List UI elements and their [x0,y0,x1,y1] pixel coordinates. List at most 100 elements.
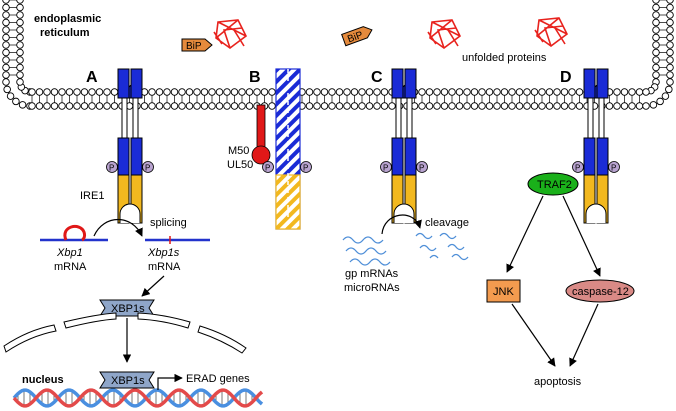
lipid-head [335,102,344,110]
micrornas-label: microRNAs [344,282,400,294]
ire1-label: IRE1 [80,190,104,202]
erad-transcription-arrow [157,373,183,390]
lipid-head [545,102,554,110]
lipid-head [666,0,674,4]
lipid-head [613,102,621,110]
lipid-head [178,88,186,96]
lipid-head [560,88,569,96]
lipid-head [305,88,314,96]
lipid-head [208,88,216,96]
lipid-head [508,102,516,110]
phospho-site-label: P [611,164,616,173]
lipid-head [328,102,336,110]
lipid-head [620,88,629,96]
cleavage-arrow [381,214,422,235]
phospho-site-label: P [109,164,114,173]
lipid-head [635,88,644,96]
er-label-line1: endoplasmic [34,13,101,25]
caspase-12-label: caspase-12 [572,286,629,298]
lipid-head [500,88,509,96]
phospho-site [572,161,584,173]
traf2-node [527,172,579,196]
lipid-head [73,88,81,96]
lipid-head [448,88,456,96]
lipid-head [485,88,494,96]
lipid-head [16,3,24,12]
phospho-b-right [300,161,312,173]
lipid-head [666,56,674,64]
lipid-head [178,102,186,110]
lipid-head [58,102,66,110]
er-label-line2: reticulum [40,27,90,39]
lipid-head [208,102,216,110]
lipid-head [568,102,576,110]
lipid-head [493,88,501,96]
lipid-head [328,88,336,96]
lipid-head [65,88,74,96]
lipid-head [148,102,156,110]
phospho-site [608,161,620,173]
lipid-head [193,88,201,96]
lipid-head [80,102,89,110]
lipid-head [530,88,539,96]
lipid-head [2,18,10,27]
lipid-head [470,88,479,96]
lipid-head [320,102,329,110]
lipid-head [500,102,509,110]
lipid-head [628,102,636,110]
lipid-head [530,102,539,110]
lipid-head [665,85,673,94]
lipid-head [388,102,396,110]
lipid-head [649,101,658,109]
lipid-head [35,88,44,96]
lipid-head [320,88,329,96]
xbp1s-protein-nuclear: XBP1s [99,371,155,389]
lipid-head [88,102,96,110]
lipid-head [6,92,15,100]
lipid-head [358,102,366,110]
lipid-head [223,88,231,96]
lipid-head [16,71,24,79]
phospho-site-label: P [145,164,150,173]
lipid-head [652,18,660,27]
lipid-head [605,102,614,110]
lipid-head [200,88,209,96]
xbp1-intron-loop [63,224,87,242]
lipid-head [418,102,426,110]
ul50-label: UL50 [227,159,253,171]
lipid-head [16,48,24,57]
lipid-head [95,102,104,110]
lipid-head [553,102,561,110]
lipid-head [2,71,10,79]
lipid-head [16,11,24,19]
lipid-head [80,88,89,96]
lipid-head [335,88,344,96]
lipid-head [155,88,164,96]
phospho-site [416,161,428,173]
lipid-head [260,88,269,96]
lipid-head [652,3,660,12]
phospho-site-label: P [419,164,424,173]
lipid-head [230,102,239,110]
lipid-head [433,88,441,96]
lipid-head [493,102,501,110]
lipid-head [350,88,359,96]
lipid-head [103,102,111,110]
lipid-head [373,88,381,96]
lipid-head [463,102,471,110]
lipid-head [343,88,351,96]
lipid-head [642,88,650,96]
lipid-head [515,102,524,110]
dna-strand-blue [12,388,264,408]
bip-tag-2: BiP [341,26,373,47]
lipid-head [2,3,10,12]
jnk-to-apoptosis-arrow [511,303,556,367]
lipid-head [16,0,24,4]
lipid-head [16,63,24,72]
lipid-head [666,18,674,27]
lipid-head [73,102,81,110]
lipid-head [575,88,584,96]
lipid-head [245,88,254,96]
lipid-head [666,63,674,72]
